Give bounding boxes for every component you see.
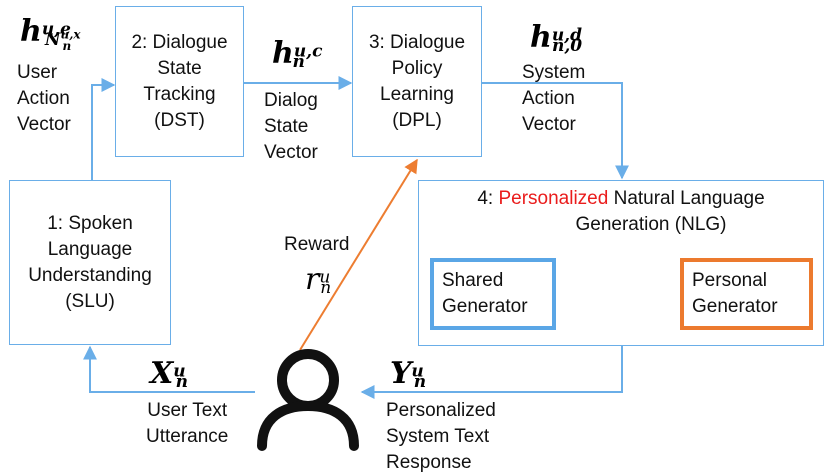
dialog-state-line-1: Dialog xyxy=(264,90,318,111)
arrow-slu-to-dst xyxy=(91,78,116,180)
arrow-dpl-to-nlg xyxy=(482,82,629,180)
personal-generator-box: Personal Generator xyxy=(680,258,813,330)
dialog-state-label: Dialog State Vector xyxy=(264,88,318,166)
personal-line-2: Generator xyxy=(692,296,778,317)
user-action-line-2: Action xyxy=(17,88,70,109)
user-action-line-3: Vector xyxy=(17,114,71,135)
reward-label: Reward xyxy=(284,234,350,255)
dialog-state-symbol-sub: n xyxy=(292,52,305,73)
system-text-symbol: Yun xyxy=(390,356,426,391)
system-action-symbol-sup: u,d xyxy=(551,25,582,46)
user-action-symbol-sup: u,e xyxy=(41,19,71,40)
system-text-line-1: Personalized xyxy=(386,400,496,421)
nlg-line-2: Generation (NLG) xyxy=(575,214,727,235)
system-text-line-3: Response xyxy=(386,452,472,473)
slu-line-4: (SLU) xyxy=(65,290,115,312)
shared-line-1: Shared xyxy=(442,270,504,291)
nlg-title: 4: Personalized Natural Language xyxy=(477,186,764,212)
system-text-label: Personalized System Text Response xyxy=(386,398,496,476)
user-action-symbol-base: h xyxy=(20,14,42,49)
shared-generator-box: Shared Generator xyxy=(430,258,556,330)
user-icon xyxy=(257,349,359,451)
dst-line-4: (DST) xyxy=(154,109,205,131)
system-action-symbol-base: h xyxy=(530,20,552,55)
reward-symbol-sub: n xyxy=(320,278,332,299)
dpl-line-1: 3: Dialogue xyxy=(368,31,466,53)
dst-line-2: State xyxy=(157,57,202,79)
arrow-nlg-to-user xyxy=(360,346,623,399)
system-text-line-2: System Text xyxy=(386,426,490,447)
dialog-state-symbol-sup: u,c xyxy=(293,41,323,62)
system-action-line-3: Vector xyxy=(522,114,576,135)
nlg-box: 4: Personalized Natural Language Generat… xyxy=(418,180,824,346)
nlg-number: 4: xyxy=(477,188,499,209)
system-action-line-1: System xyxy=(522,62,586,83)
system-text-symbol-sup: u xyxy=(411,361,424,382)
arrow-user-to-slu xyxy=(83,345,255,393)
user-text-line-2: Utterance xyxy=(146,426,229,447)
system-text-symbol-sub: n xyxy=(413,372,427,393)
user-action-symbol-sub: N xyxy=(44,30,61,51)
user-text-symbol: Xun xyxy=(150,356,188,391)
system-action-line-2: Action xyxy=(522,88,575,109)
slu-line-2: Language xyxy=(47,238,133,260)
user-text-line-1: User Text xyxy=(147,400,228,421)
user-action-line-1: User xyxy=(17,62,58,83)
dst-box: 2: Dialogue State Tracking (DST) xyxy=(115,6,244,157)
reward-symbol-sup: u xyxy=(319,267,331,288)
user-action-label: User Action Vector xyxy=(17,60,71,138)
dpl-line-3: Learning xyxy=(380,83,454,105)
shared-line-2: Generator xyxy=(442,296,528,317)
system-text-symbol-base: Y xyxy=(390,356,412,391)
nlg-highlight: Personalized xyxy=(498,188,609,209)
reward-symbol-base: r xyxy=(305,262,320,297)
dialog-state-line-2: State xyxy=(264,116,309,137)
user-text-symbol-sub: n xyxy=(175,372,189,393)
system-action-label: System Action Vector xyxy=(522,60,585,138)
dialog-state-symbol-base: h xyxy=(272,36,294,71)
personal-line-1: Personal xyxy=(692,270,767,291)
reward-symbol: run xyxy=(305,262,331,297)
dpl-box: 3: Dialogue Policy Learning (DPL) xyxy=(352,6,482,157)
dpl-line-4: (DPL) xyxy=(392,109,442,131)
user-action-symbol: hu,eNu,xn xyxy=(20,14,81,52)
system-action-symbol-sub: n,0 xyxy=(551,36,583,57)
slu-line-1: 1: Spoken xyxy=(47,212,133,234)
slu-box: 1: Spoken Language Understanding (SLU) xyxy=(9,180,171,345)
dst-line-1: 2: Dialogue xyxy=(131,31,228,53)
nlg-rest: Natural Language xyxy=(608,188,765,209)
user-text-symbol-base: X xyxy=(150,356,174,391)
dst-line-3: Tracking xyxy=(143,83,216,105)
dpl-line-2: Policy xyxy=(391,57,443,79)
arrow-reward-to-dpl xyxy=(299,158,418,351)
user-text-symbol-sup: u xyxy=(173,361,186,382)
user-action-symbol-subsub: n xyxy=(62,38,72,53)
dialog-state-symbol: hu,cn xyxy=(272,36,322,73)
user-text-label: User Text Utterance xyxy=(146,398,228,450)
slu-line-3: Understanding xyxy=(28,264,152,286)
system-action-symbol: hu,dn,0 xyxy=(530,20,582,55)
user-action-symbol-subsup: u,x xyxy=(60,27,81,42)
dialog-state-line-3: Vector xyxy=(264,142,318,163)
